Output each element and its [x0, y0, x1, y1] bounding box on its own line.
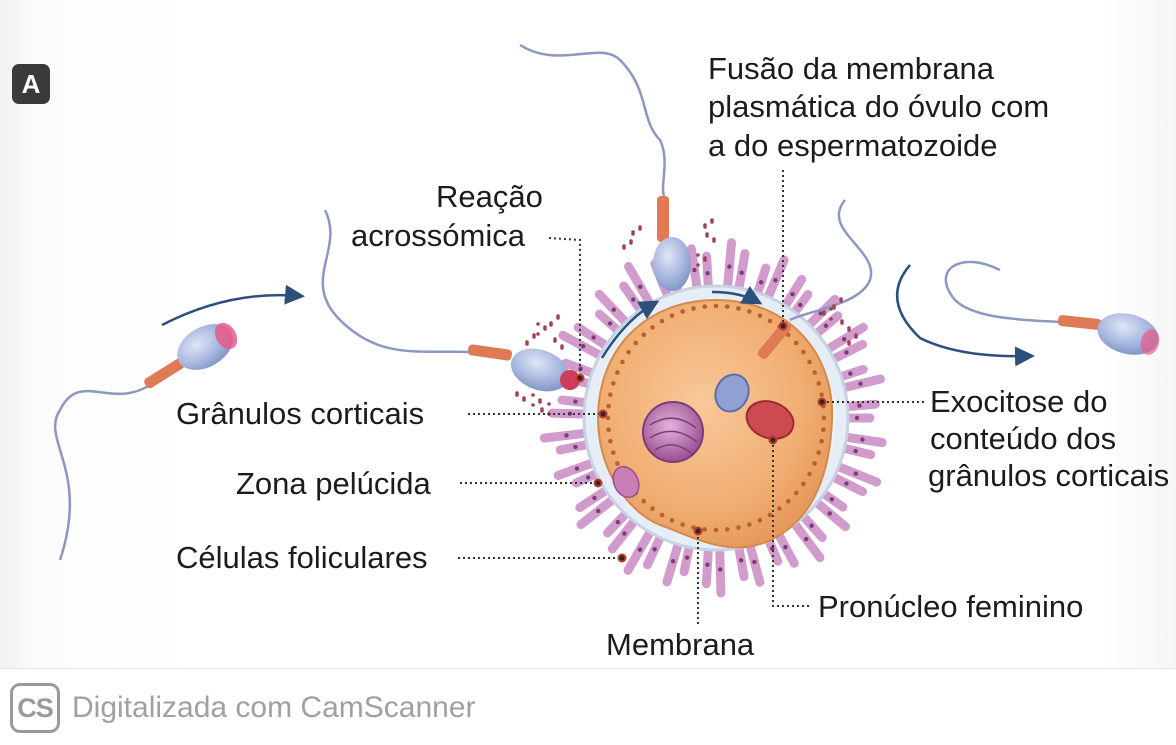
arrow-top-right [711, 285, 763, 305]
leader-lines [458, 170, 925, 625]
label-exocitose-2: conteúdo dos [930, 421, 1116, 456]
label-celulas: Células foliculares [176, 540, 428, 575]
label-zona: Zona pelúcida [236, 466, 432, 501]
arrow-left-sperm [161, 284, 305, 327]
camscanner-logo: CS [10, 683, 60, 733]
camscanner-watermark-text: Digitalizada com CamScanner [72, 691, 476, 724]
leader-dot-cores [577, 323, 825, 561]
label-fusao-2: plasmática do óvulo com [708, 89, 1049, 124]
sperm-acrosomal [321, 209, 580, 392]
arrow-top-left [600, 300, 660, 359]
male-pronucleus [714, 373, 750, 413]
label-pronucleo: Pronúcleo feminino [818, 589, 1083, 624]
arrow-right [895, 264, 1035, 367]
label-reacao-1: Reação [436, 179, 543, 214]
label-membrana: Membrana [606, 627, 755, 662]
polar-body [612, 465, 640, 499]
label-reacao-2: acrossómica [351, 218, 526, 253]
acrosomal-debris [515, 218, 858, 416]
egg-nucleus [642, 401, 704, 463]
female-pronucleus [745, 400, 795, 440]
sperm-top [519, 43, 691, 291]
label-exocitose-1: Exocitose do [930, 384, 1108, 419]
label-granulos: Grânulos corticais [176, 396, 424, 431]
sperm-left [54, 322, 238, 561]
sperm-fusion [757, 199, 873, 360]
label-exocitose-3: grânulos corticais [928, 458, 1169, 493]
fertilization-diagram: Fusão da membrana plasmática do óvulo co… [54, 43, 1169, 662]
label-fusao-1: Fusão da membrana [708, 51, 995, 86]
sperm-right [944, 260, 1160, 355]
camscanner-footer: CS Digitalizada com CamScanner [0, 668, 1176, 745]
panel-badge: A [12, 64, 50, 104]
label-fusao-3: a do espermatozoide [708, 128, 998, 163]
